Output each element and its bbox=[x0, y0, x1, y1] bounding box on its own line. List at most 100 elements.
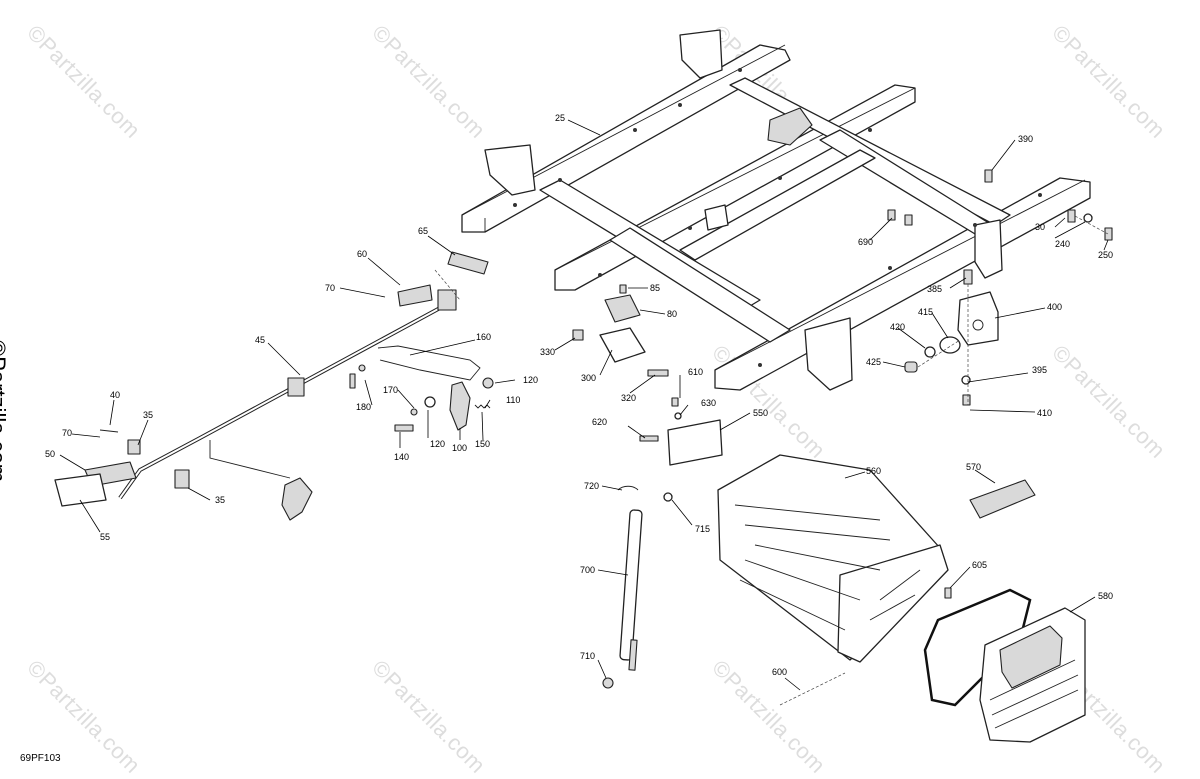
bushing bbox=[424, 396, 436, 408]
callout-715: 715 bbox=[695, 524, 710, 534]
frame-bracket bbox=[679, 29, 723, 79]
callout-240: 240 bbox=[1055, 239, 1070, 249]
callout-80: 80 bbox=[667, 309, 677, 319]
part-callouts: 25 30 35 35 40 45 50 55 60 65 70 70 80 8… bbox=[45, 113, 1113, 677]
strut-rod bbox=[628, 639, 638, 671]
callout-70: 70 bbox=[62, 428, 72, 438]
release-cable bbox=[377, 345, 481, 381]
lid-latch bbox=[969, 479, 1036, 519]
washer bbox=[961, 375, 971, 385]
bolt bbox=[904, 214, 913, 226]
washer bbox=[674, 412, 682, 420]
callout-160: 160 bbox=[476, 332, 491, 342]
callout-100: 100 bbox=[452, 443, 467, 453]
callout-570: 570 bbox=[966, 462, 981, 472]
ball-stud bbox=[663, 492, 673, 502]
frame-bracket bbox=[704, 204, 729, 231]
frame-rail-left bbox=[461, 44, 791, 233]
callout-330: 330 bbox=[540, 347, 555, 357]
callout-85: 85 bbox=[650, 283, 660, 293]
bolt bbox=[1067, 209, 1076, 223]
frame-bracket bbox=[974, 219, 1003, 279]
lid-handle bbox=[999, 625, 1063, 689]
callout-385: 385 bbox=[927, 284, 942, 294]
callout-690: 690 bbox=[858, 237, 873, 247]
leader-lines bbox=[59, 119, 1109, 691]
bolt bbox=[639, 435, 659, 442]
handle-lever bbox=[54, 473, 107, 507]
callout-415: 415 bbox=[918, 307, 933, 317]
callout-25: 25 bbox=[555, 113, 565, 123]
callout-605: 605 bbox=[972, 560, 987, 570]
frame-crossmember bbox=[609, 227, 791, 343]
callout-65: 65 bbox=[418, 226, 428, 236]
handle-bracket bbox=[127, 439, 141, 455]
callout-150: 150 bbox=[475, 439, 490, 449]
callout-320: 320 bbox=[621, 393, 636, 403]
release-cable bbox=[209, 440, 291, 479]
frame-bracket bbox=[767, 107, 813, 146]
frame-hardware bbox=[887, 169, 1113, 406]
screw bbox=[619, 284, 627, 294]
callout-390: 390 bbox=[1018, 134, 1033, 144]
bolt bbox=[394, 424, 414, 432]
callout-420: 420 bbox=[890, 322, 905, 332]
cap bbox=[904, 361, 918, 373]
latch-rod-assembly bbox=[54, 251, 494, 521]
callout-560: 560 bbox=[866, 466, 881, 476]
callout-30: 30 bbox=[1035, 222, 1045, 232]
callout-250: 250 bbox=[1098, 250, 1113, 260]
callout-630: 630 bbox=[701, 398, 716, 408]
gas-strut bbox=[619, 509, 643, 661]
callout-170: 170 bbox=[383, 385, 398, 395]
callout-550: 550 bbox=[753, 408, 768, 418]
nut bbox=[410, 408, 418, 416]
screw bbox=[349, 373, 356, 389]
washer bbox=[924, 346, 936, 358]
bin-lid-group bbox=[779, 479, 1086, 743]
rod-bracket bbox=[397, 284, 433, 307]
callout-710: 710 bbox=[580, 651, 595, 661]
callout-60: 60 bbox=[357, 249, 367, 259]
storage-bin bbox=[717, 454, 949, 663]
callout-410: 410 bbox=[1037, 408, 1052, 418]
frame-hinge-bracket bbox=[804, 317, 853, 391]
washer bbox=[1083, 213, 1093, 223]
hinge-block bbox=[957, 291, 999, 346]
callout-35: 35 bbox=[215, 495, 225, 505]
screw bbox=[944, 587, 952, 599]
latch-pawl bbox=[449, 381, 471, 431]
callout-600: 600 bbox=[772, 667, 787, 677]
rod-guide bbox=[447, 251, 489, 275]
callout-580: 580 bbox=[1098, 591, 1113, 601]
bolt bbox=[647, 369, 669, 377]
frame-inner-rail bbox=[679, 149, 876, 261]
callout-45: 45 bbox=[255, 335, 265, 345]
bolt bbox=[887, 209, 896, 221]
callout-70: 70 bbox=[325, 283, 335, 293]
callout-35: 35 bbox=[143, 410, 153, 420]
rod-clip bbox=[174, 469, 190, 489]
callout-40: 40 bbox=[110, 390, 120, 400]
callout-55: 55 bbox=[100, 532, 110, 542]
diagram-code: 69PF103 bbox=[20, 753, 61, 764]
nut bbox=[572, 329, 584, 341]
bolt bbox=[962, 394, 971, 406]
callout-110: 110 bbox=[506, 395, 520, 405]
bushing bbox=[939, 336, 961, 354]
latch-rod bbox=[118, 298, 456, 500]
retaining-clip bbox=[617, 485, 639, 491]
callout-620: 620 bbox=[592, 417, 607, 427]
rod-clip bbox=[437, 289, 457, 311]
bolt bbox=[984, 169, 993, 183]
callout-140: 140 bbox=[394, 452, 409, 462]
callout-720: 720 bbox=[584, 481, 599, 491]
latch-pawl bbox=[281, 477, 313, 521]
callout-425: 425 bbox=[866, 357, 881, 367]
nut bbox=[358, 364, 366, 372]
callout-120: 120 bbox=[430, 439, 445, 449]
callout-120: 120 bbox=[523, 375, 538, 385]
callout-610: 610 bbox=[688, 367, 703, 377]
storage-bin-rim bbox=[837, 544, 949, 663]
